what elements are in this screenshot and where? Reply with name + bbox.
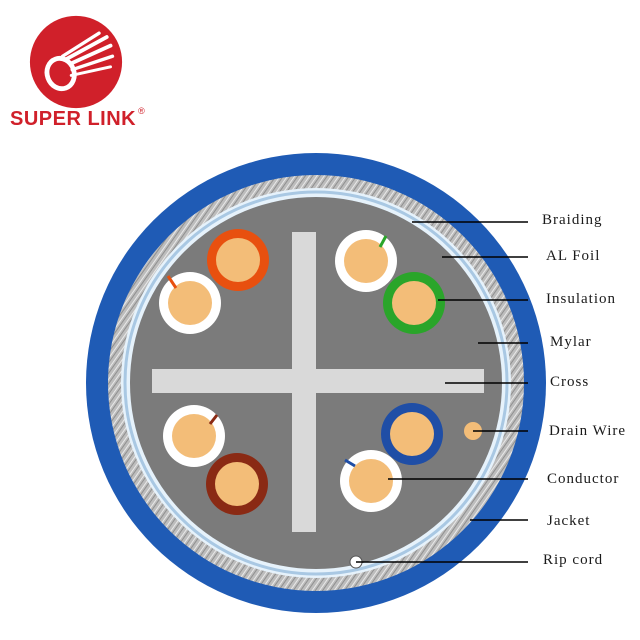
orange-stripe	[166, 275, 178, 289]
orange-striped-conductor	[168, 281, 212, 325]
blue-stripe	[344, 458, 356, 468]
braiding-label: Braiding	[542, 212, 603, 228]
brown-striped-conductor	[172, 414, 216, 458]
orange-solid-conductor	[216, 238, 260, 282]
cross-label: Cross	[550, 374, 590, 390]
brand-name: SUPER LINK®	[10, 106, 145, 131]
conductor-label: Conductor	[547, 471, 620, 487]
trademark-symbol: ®	[138, 106, 146, 116]
super-link-logo	[29, 15, 123, 109]
drain-wire-label: Drain Wire	[549, 423, 627, 439]
insulation-label: Insulation	[546, 291, 616, 307]
blue-striped-conductor	[349, 459, 393, 503]
al-foil-label: AL Foil	[546, 248, 601, 264]
brand-name-text: SUPER LINK	[10, 108, 137, 130]
jacket-label: Jacket	[547, 513, 591, 529]
green-solid-conductor	[392, 281, 436, 325]
green-striped-conductor	[344, 239, 388, 283]
green-stripe	[378, 235, 388, 248]
brown-stripe	[208, 414, 219, 425]
blue-solid-conductor	[390, 412, 434, 456]
cross-horizontal	[152, 369, 484, 393]
rip-cord-label: Rip cord	[543, 552, 604, 568]
brown-solid-conductor	[215, 462, 259, 506]
mylar-label: Mylar	[550, 334, 592, 350]
callout-lines	[356, 221, 528, 563]
